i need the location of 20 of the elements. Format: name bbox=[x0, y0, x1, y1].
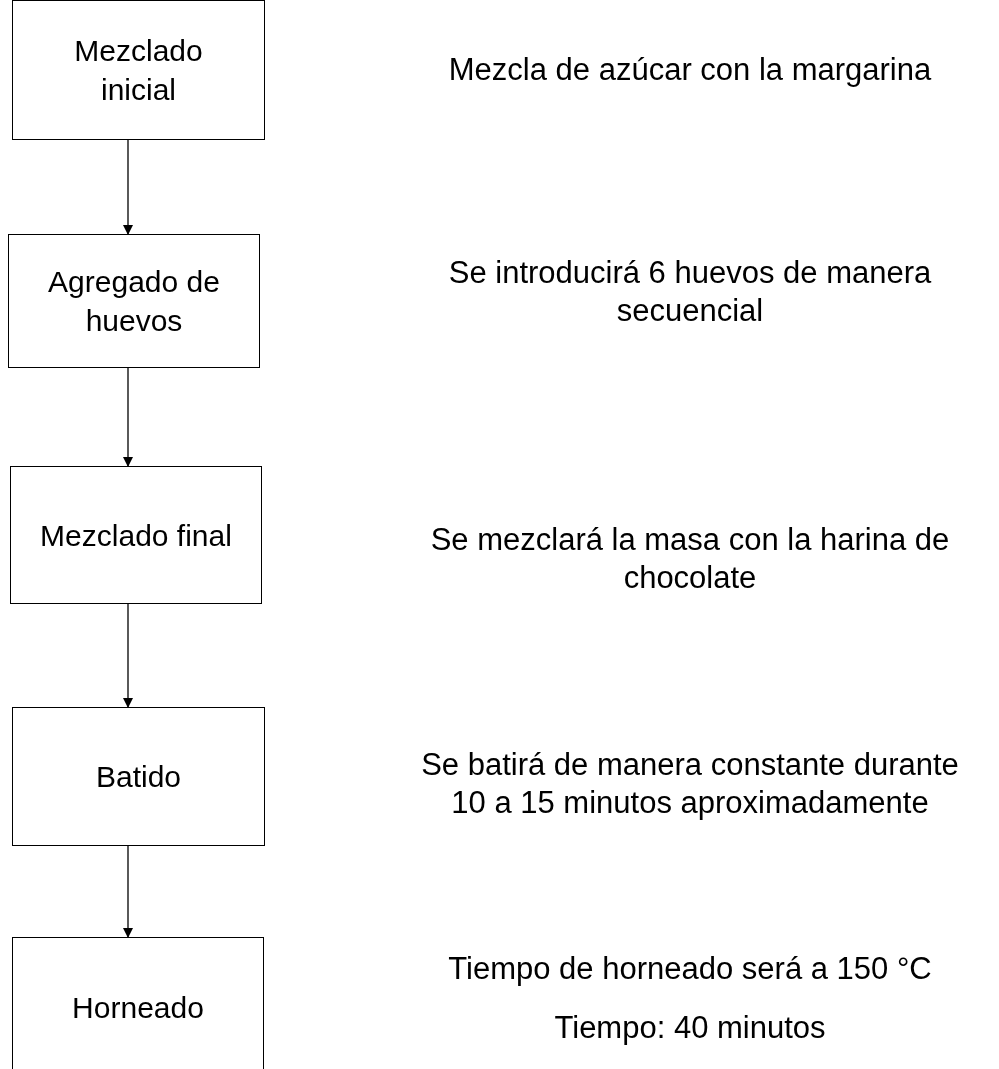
step-description: Se batirá de manera constante durante 10 a 15 minutos aproximadamente bbox=[420, 746, 960, 822]
step-description: Tiempo de horneado será a 150 °C bbox=[447, 950, 933, 988]
arrow bbox=[123, 139, 133, 235]
arrow bbox=[123, 603, 133, 708]
step-label: Mezclado final bbox=[39, 517, 233, 554]
process-box bbox=[12, 0, 265, 140]
arrow bbox=[123, 367, 133, 467]
step-label: Agregado de huevos bbox=[47, 264, 221, 339]
step-description: Mezcla de azúcar con la margarina bbox=[447, 51, 933, 89]
step-description: Tiempo: 40 minutos bbox=[553, 1009, 827, 1047]
process-box bbox=[12, 937, 264, 1069]
step-description: Se introducirá 6 huevos de manera secuencial bbox=[447, 254, 933, 330]
arrow bbox=[123, 845, 133, 938]
process-box bbox=[12, 707, 265, 846]
step-label: Batido bbox=[94, 759, 183, 795]
step-label: Horneado bbox=[71, 989, 205, 1026]
process-box bbox=[10, 466, 262, 604]
process-box bbox=[8, 234, 260, 368]
step-label: Mezclado inicial bbox=[73, 33, 204, 108]
step-description: Se mezclará la masa con la harina de chocolate bbox=[429, 521, 951, 597]
